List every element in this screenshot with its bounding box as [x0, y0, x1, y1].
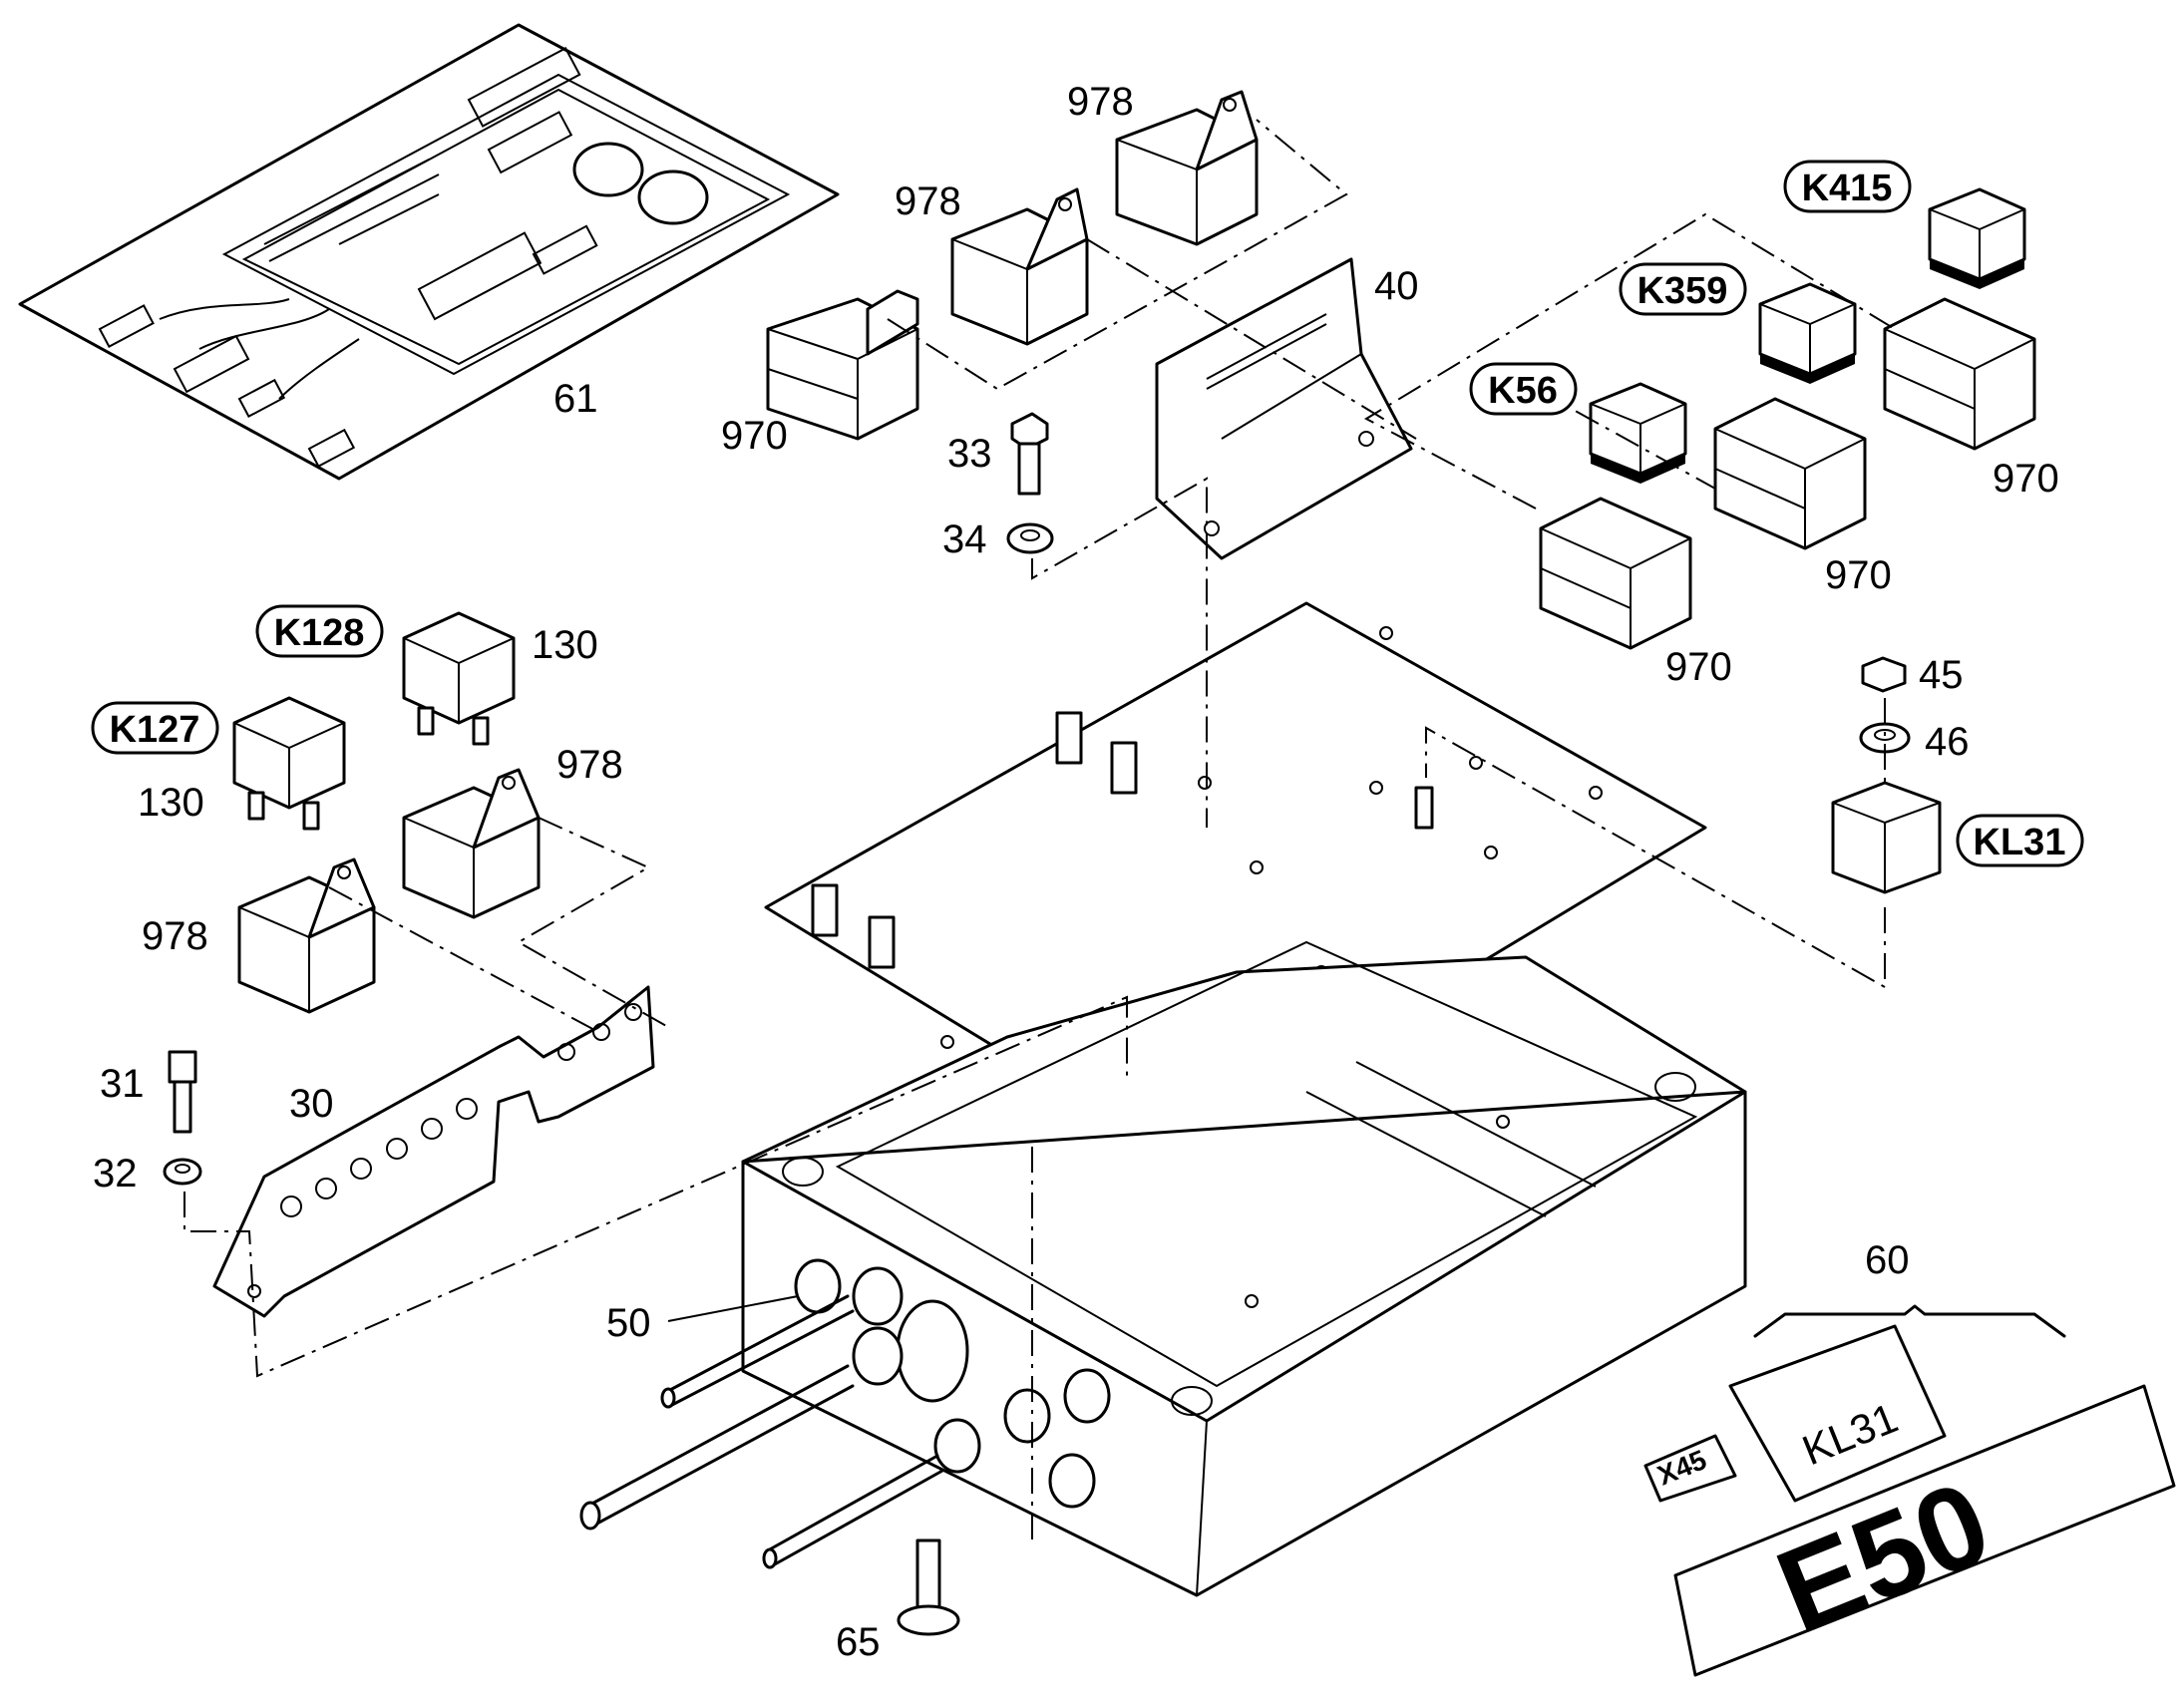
relay-base	[1713, 397, 1867, 550]
relay-k56	[1589, 382, 1687, 484]
screw-31	[168, 1050, 197, 1134]
callout-978: 978	[142, 914, 208, 958]
washer-34	[1006, 522, 1054, 554]
callout-130: 130	[138, 781, 204, 825]
relay-cover	[1115, 90, 1259, 246]
relay-cover	[950, 187, 1089, 346]
callout-970: 970	[1993, 457, 2059, 501]
svg-text:KL31: KL31	[1974, 822, 2066, 863]
callout-978: 978	[1067, 80, 1134, 124]
svg-text:K128: K128	[274, 612, 365, 654]
relay-base	[1883, 297, 2036, 451]
callout-970: 970	[1825, 553, 1892, 597]
svg-text:K359: K359	[1637, 270, 1728, 312]
screw-65	[897, 1538, 960, 1636]
screw-33	[1010, 412, 1049, 496]
svg-text:K415: K415	[1802, 168, 1893, 209]
bracket-40	[1155, 257, 1413, 560]
relay-k127	[232, 696, 346, 831]
relay-k359	[1758, 282, 1857, 384]
callout-30: 30	[289, 1082, 334, 1126]
callout-130: 130	[532, 623, 598, 667]
callout-970: 970	[721, 414, 788, 458]
label-sheet-60: X45 KL31 E50	[1643, 1304, 2176, 1677]
tag-k359: K359	[1619, 262, 1747, 316]
relay-cover	[237, 857, 376, 1014]
callout-31: 31	[100, 1062, 145, 1106]
relay-k128	[402, 611, 516, 746]
wiring-diagram-sheet	[18, 23, 840, 481]
relay-base	[1539, 497, 1692, 650]
callout-978: 978	[556, 743, 623, 787]
relay-cover	[402, 768, 541, 919]
callout-60: 60	[1865, 1238, 1910, 1282]
callout-33: 33	[947, 432, 992, 476]
callout-40: 40	[1374, 264, 1419, 308]
svg-text:K56: K56	[1488, 370, 1558, 412]
tag-kl31: KL31	[1956, 814, 2084, 867]
callout-61: 61	[553, 377, 598, 421]
callout-978: 978	[895, 179, 961, 223]
tag-k128: K128	[255, 604, 384, 658]
leader-line-50	[667, 1295, 799, 1322]
callout-65: 65	[836, 1620, 881, 1664]
tag-k56: K56	[1469, 362, 1578, 416]
relay-base	[766, 289, 919, 441]
tag-k127: K127	[91, 701, 219, 755]
cable-glands	[579, 1258, 1111, 1569]
callout-45: 45	[1919, 653, 1964, 697]
washer-32	[163, 1158, 202, 1186]
callout-32: 32	[93, 1152, 138, 1196]
callout-50: 50	[606, 1301, 651, 1345]
callout-970: 970	[1665, 645, 1732, 689]
nut-45	[1861, 656, 1907, 693]
tag-k415: K415	[1783, 160, 1912, 213]
housing-box	[741, 940, 1747, 1597]
callout-34: 34	[942, 517, 987, 561]
svg-text:K127: K127	[110, 709, 200, 751]
assembly-lines	[183, 119, 1896, 1540]
terminal-block-kl31	[1831, 781, 1942, 894]
callout-46: 46	[1925, 720, 1970, 764]
relay-k415	[1928, 187, 2026, 289]
bracket-30	[212, 985, 655, 1318]
